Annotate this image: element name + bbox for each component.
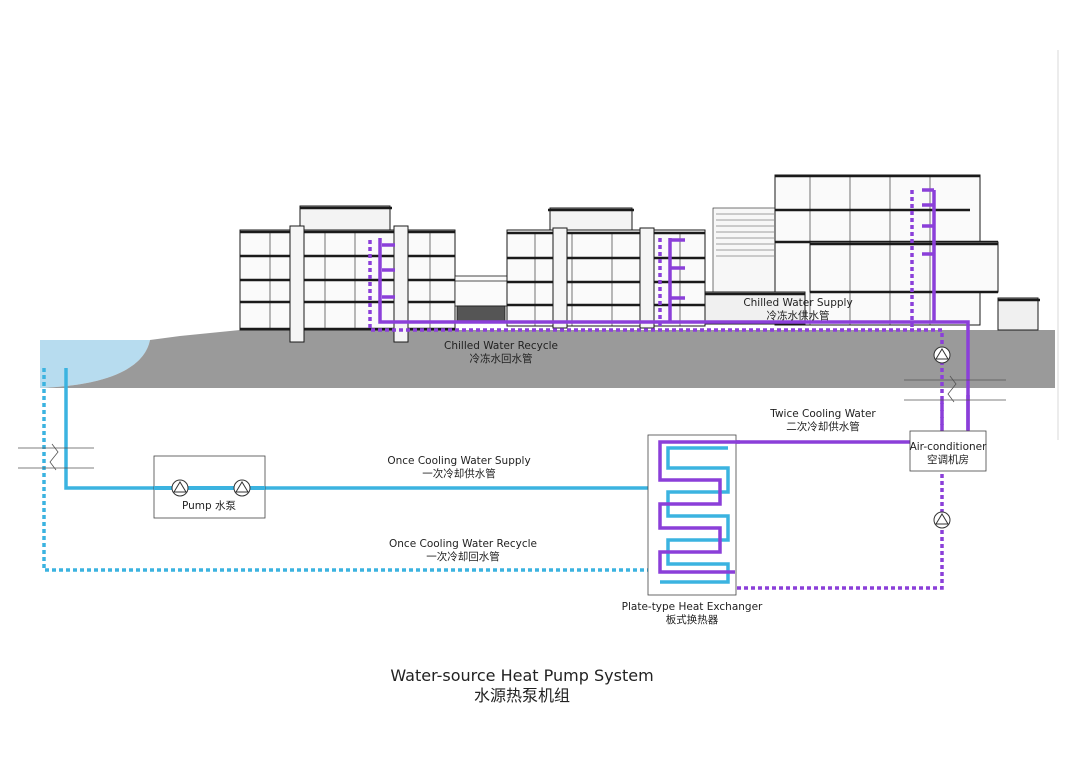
label-pump: Pump 水泵	[181, 500, 237, 512]
building-right	[704, 174, 1040, 331]
title-zh: 水源热泵机组	[473, 686, 570, 705]
air-conditioner-box	[909, 430, 987, 472]
building-middle	[506, 207, 706, 329]
building-left	[239, 205, 456, 343]
link-bridge	[454, 275, 508, 323]
title-en: Water-source Heat Pump System	[390, 666, 654, 685]
diagram-title: Water-source Heat Pump System 水源热泵机组	[390, 666, 653, 706]
pump-symbol-icon	[171, 346, 951, 529]
break-mark-icon	[18, 375, 1006, 471]
ground-section	[40, 330, 1055, 388]
plate-heat-exchanger	[647, 434, 740, 596]
once-cooling-recycle-pipe	[42, 368, 655, 572]
chilled-water-supply-pipe	[378, 188, 970, 430]
once-cooling-supply-pipe	[64, 368, 655, 490]
chilled-water-recycle-pipe	[368, 190, 944, 432]
twice-cooling-return-pipe	[735, 400, 944, 590]
